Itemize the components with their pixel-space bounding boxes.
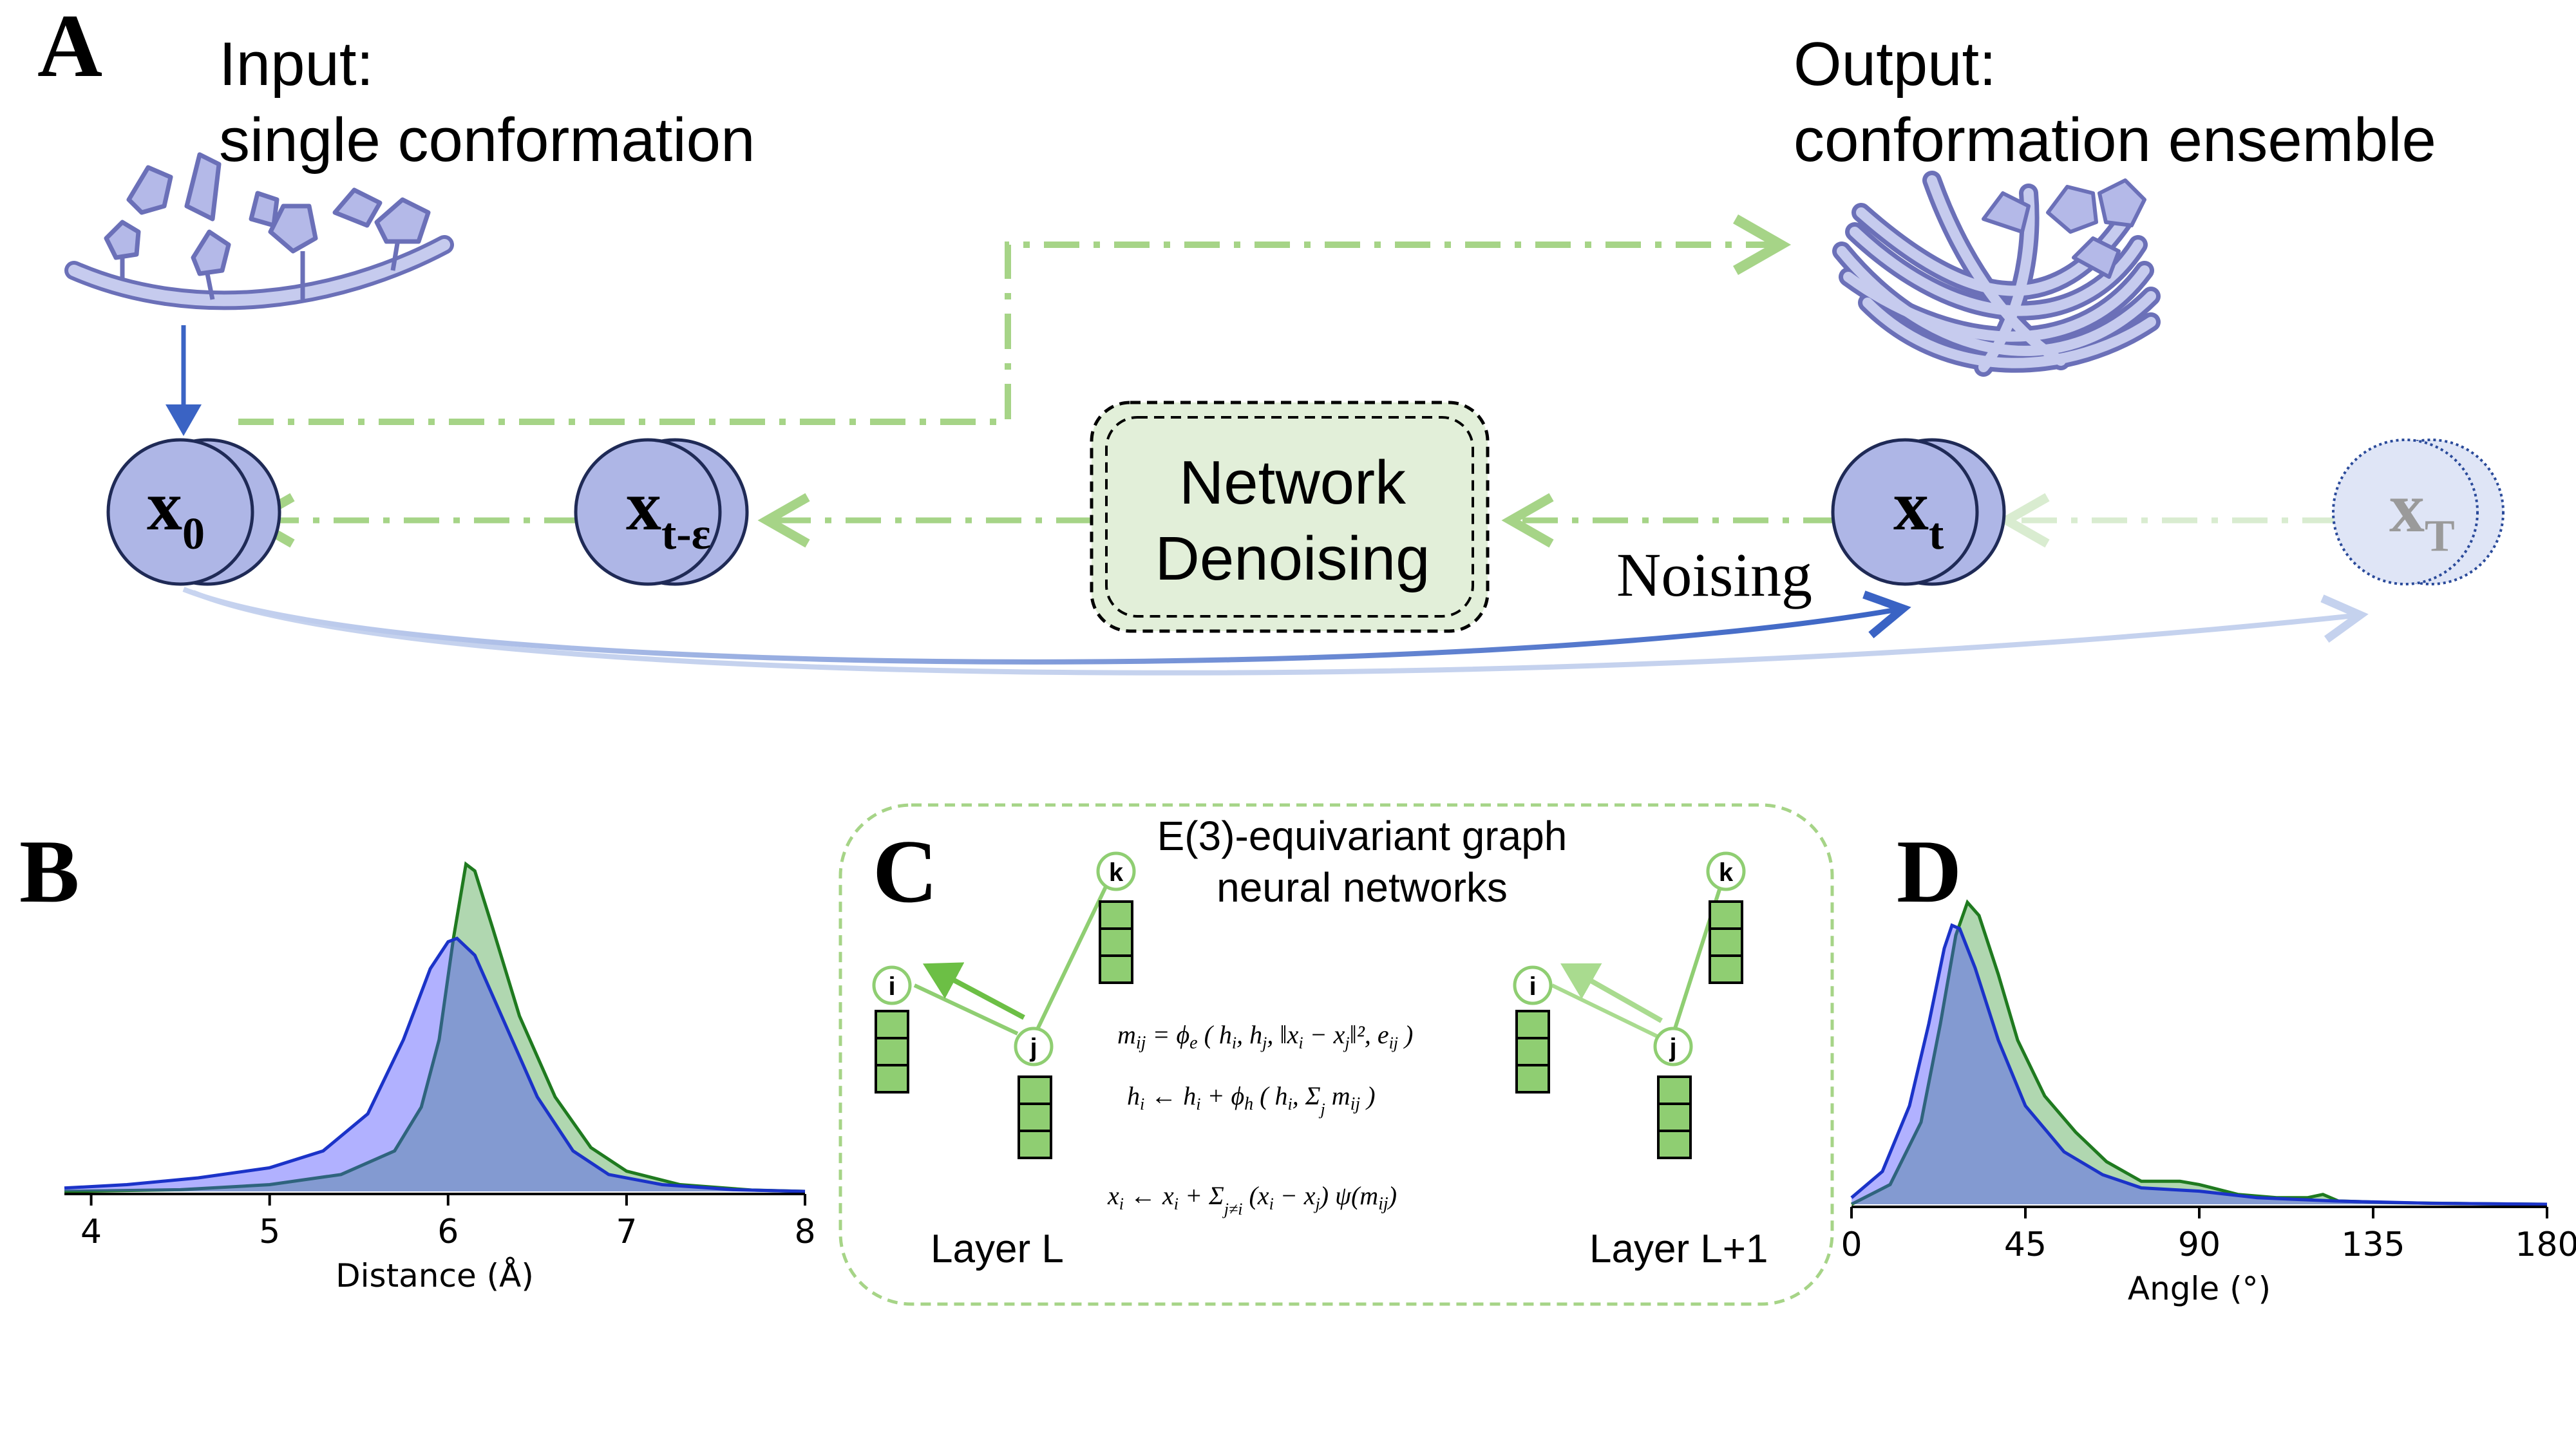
panel-a-letter: A (37, 0, 102, 96)
node-i-layer-l1: i (1513, 965, 1553, 1094)
panel-b-letter: B (19, 822, 79, 922)
angle-chart-blue-line (1850, 923, 2548, 1206)
message-arrow-layer-l1 (1560, 963, 1663, 1023)
node-x0: x0 (106, 438, 281, 586)
svg-text:xT: xT (2389, 468, 2455, 561)
angle-chart-green-area (1852, 902, 2547, 1204)
distance-chart-tick-label-4: 8 (794, 1213, 815, 1251)
input-molecule-image (64, 152, 454, 310)
equation-coord-update: xi ← xi + Σj≠i (xi − xj) ψ(mij) (1107, 1181, 1397, 1218)
node-i-label-l: i (888, 972, 895, 1001)
feature-vector-j-l1 (1657, 1075, 1692, 1159)
egnn-equations: mij = ϕe ( hi, hj, ‖xi − xj‖², eij ) hi … (1107, 1020, 1413, 1218)
node-k-label-l1: k (1719, 858, 1734, 887)
node-xt-label: x (1893, 466, 1929, 545)
noising-label: Noising (1616, 540, 1812, 609)
egnn-title-line1: E(3)-equivariant graph (1157, 813, 1567, 859)
output-title: Output: (1794, 30, 1996, 99)
equation-node-update: hi ← hi + ϕh ( hi, Σj mij ) (1127, 1081, 1376, 1119)
angle-chart-blue-area (1852, 925, 2547, 1204)
node-k-label-l: k (1109, 858, 1124, 887)
node-j-label-l1: j (1669, 1034, 1676, 1062)
distance-chart-tick-label-1: 5 (259, 1213, 280, 1251)
feature-vector-k-l (1099, 900, 1133, 984)
panel-c: C E(3)-equivariant graph neural networks… (838, 803, 1834, 1306)
distance-chart-green-line (64, 861, 806, 1193)
edge-j-k-layer-l (1035, 868, 1116, 1032)
panel-c-letter: C (873, 822, 938, 922)
equation-message: mij = ϕe ( hi, hj, ‖xi − xj‖², eij ) (1117, 1020, 1413, 1053)
node-i-layer-l: i (872, 965, 912, 1094)
edge-j-i-layer-l (913, 983, 1019, 1036)
x0-to-output-route (238, 214, 1792, 425)
node-xT: xT (2332, 439, 2505, 585)
node-xT-sub: T (2425, 511, 2455, 561)
node-xt-eps: xt-ε (574, 438, 749, 586)
noising-arrow-to-xt (182, 587, 1911, 665)
node-x0-sub: 0 (182, 509, 205, 559)
node-k-layer-l: k (1096, 851, 1136, 984)
node-j-layer-l: j (1014, 1027, 1054, 1159)
output-ensemble-image (1832, 171, 2161, 377)
node-xt-eps-sub: t-ε (661, 509, 711, 559)
node-xt: xt (1831, 438, 2006, 586)
angle-chart-tick-label-2: 90 (2178, 1226, 2221, 1264)
distance-chart-tick-label-3: 7 (616, 1213, 637, 1251)
distance-chart-x-axis-label: Distance (Å) (336, 1257, 534, 1294)
egnn-title-line2: neural networks (1217, 864, 1508, 911)
layer-l1-graph: i j k Layer L+1 (1513, 851, 1768, 1271)
output-subtitle: conformation ensemble (1794, 106, 2436, 175)
denoising-label: Denoising (1155, 524, 1430, 593)
node-k-layer-l1: k (1706, 851, 1746, 984)
angle-chart-tick-label-0: 0 (1841, 1226, 1862, 1264)
input-title: Input: (219, 30, 374, 99)
feature-vector-k-l1 (1709, 900, 1743, 984)
input-subtitle: single conformation (219, 106, 755, 175)
panel-c-frame (838, 803, 1834, 1306)
panel-a: A Input: single conformation Output: con… (37, 0, 2505, 676)
angle-chart-tick-label-1: 45 (2004, 1226, 2047, 1264)
feature-vector-i-l1 (1515, 1010, 1550, 1094)
network-denoising-box: Network Denoising (1090, 401, 1490, 633)
distance-chart-tick-label-2: 6 (437, 1213, 459, 1251)
node-i-label-l1: i (1529, 972, 1536, 1001)
angle-chart-tick-label-3: 135 (2341, 1226, 2405, 1264)
message-arrow-layer-l (922, 962, 1025, 1020)
distance-chart-tick-label-0: 4 (80, 1213, 102, 1251)
network-label: Network (1179, 448, 1406, 517)
feature-vector-i-l (875, 1010, 909, 1094)
node-xT-label: x (2389, 468, 2425, 547)
feature-vector-j-l (1018, 1075, 1052, 1159)
node-xt-eps-label: x (626, 466, 661, 545)
distance-chart-blue-line (64, 936, 806, 1193)
distance-chart-blue-area (64, 938, 805, 1191)
node-x0-label: x (147, 466, 182, 545)
edge-j-k-layer-l1 (1672, 869, 1728, 1031)
node-j-label-l: j (1029, 1034, 1037, 1062)
layer-l-graph: i j k Layer L (872, 851, 1136, 1271)
angle-chart-tick-label-4: 180 (2515, 1226, 2576, 1264)
node-xt-sub: t (1929, 509, 1944, 559)
layer-l1-label: Layer L+1 (1589, 1227, 1768, 1271)
panel-d-letter: D (1897, 822, 1962, 922)
layer-l-label: Layer L (931, 1227, 1064, 1271)
svg-text:x0: x0 (147, 466, 205, 559)
noising-arrow-to-xT (192, 590, 2369, 676)
angle-chart-x-axis-label: Angle (°) (2128, 1270, 2271, 1307)
distance-chart-green-area (64, 864, 805, 1191)
svg-text:xt-ε: xt-ε (626, 466, 711, 559)
node-j-layer-l1: j (1653, 1027, 1693, 1159)
angle-chart-green-line (1850, 899, 2548, 1206)
svg-text:xt: xt (1893, 466, 1944, 559)
